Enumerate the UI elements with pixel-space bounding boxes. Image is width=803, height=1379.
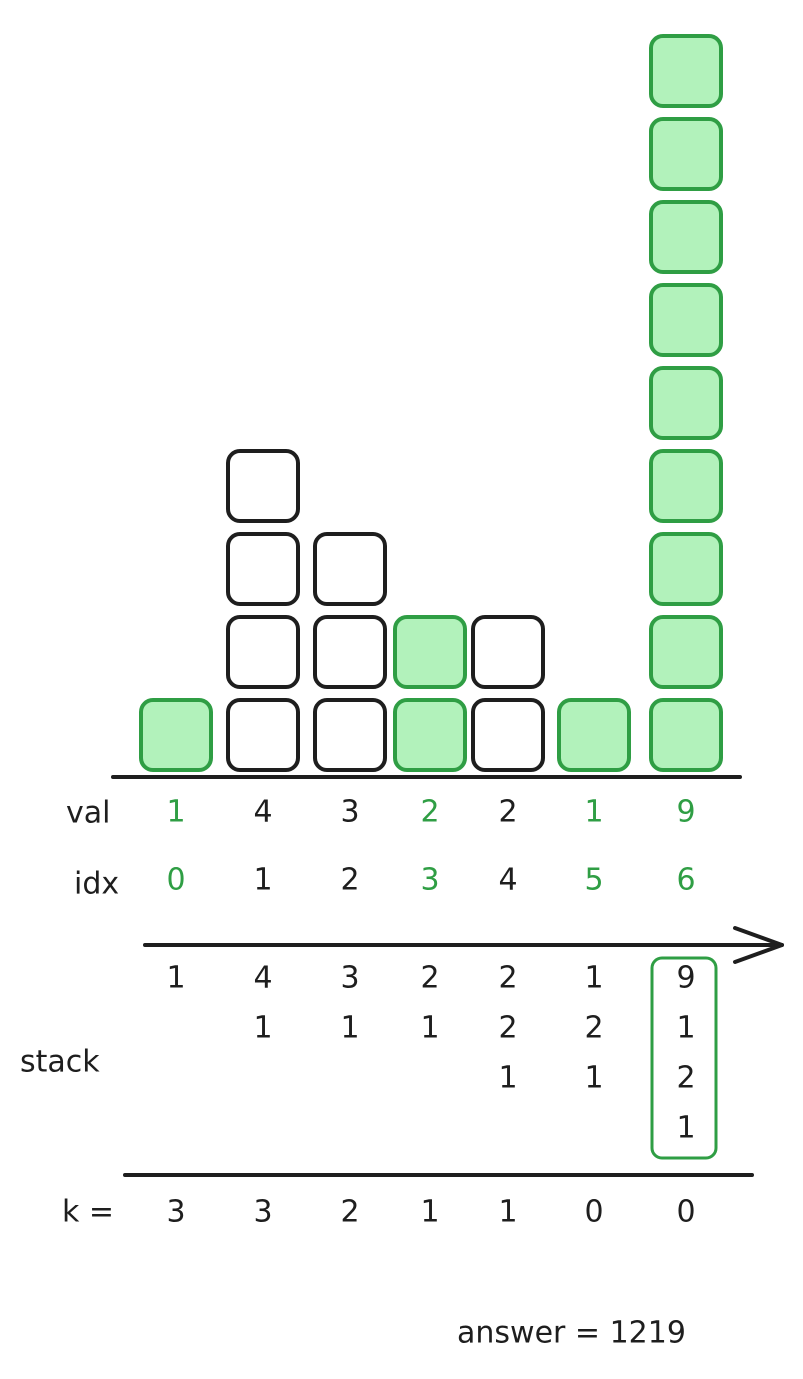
stack-cell: 1 <box>584 1060 604 1096</box>
k-cell: 0 <box>676 1194 696 1230</box>
bar-block <box>313 532 387 606</box>
idx-cell: 6 <box>676 862 696 898</box>
bar-block <box>649 117 723 191</box>
stack-cell: 1 <box>420 1010 440 1046</box>
bar-block <box>649 532 723 606</box>
idx-cell: 0 <box>166 862 186 898</box>
idx-label: idx <box>74 866 120 902</box>
stack-cell: 9 <box>676 960 696 996</box>
bar-block <box>226 449 300 523</box>
bar-block <box>471 698 545 772</box>
bar-block <box>649 283 723 357</box>
k-cell: 0 <box>584 1194 604 1230</box>
bar-block <box>226 615 300 689</box>
stack-cell: 2 <box>498 1010 518 1046</box>
stack-cell: 2 <box>420 960 440 996</box>
bar-block <box>226 532 300 606</box>
val-cell: 9 <box>676 794 696 830</box>
idx-cell: 3 <box>420 862 440 898</box>
bar-block <box>226 698 300 772</box>
bar-block <box>139 698 213 772</box>
stack-cell: 1 <box>676 1110 696 1146</box>
answer-text: answer = 1219 <box>457 1315 686 1351</box>
stack-label: stack <box>20 1044 100 1080</box>
bar-block <box>393 698 467 772</box>
final-stack-highlight <box>650 956 718 1160</box>
val-cell: 4 <box>253 794 273 830</box>
bar-block <box>471 615 545 689</box>
bar-block <box>649 698 723 772</box>
val-cell: 3 <box>340 794 360 830</box>
stack-cell: 1 <box>253 1010 273 1046</box>
stack-cell: 1 <box>166 960 186 996</box>
k-label: k = <box>62 1194 115 1230</box>
bar-block <box>313 698 387 772</box>
val-label: val <box>66 795 111 831</box>
stack-cell: 1 <box>584 960 604 996</box>
bar-block <box>393 615 467 689</box>
bar-block <box>649 615 723 689</box>
stack-cell: 1 <box>340 1010 360 1046</box>
k-cell: 2 <box>340 1194 360 1230</box>
bar-block <box>649 449 723 523</box>
bar-block <box>649 34 723 108</box>
stack-cell: 4 <box>253 960 273 996</box>
bar-block <box>313 615 387 689</box>
val-cell: 2 <box>420 794 440 830</box>
val-cell: 1 <box>166 794 186 830</box>
idx-cell: 1 <box>253 862 273 898</box>
bar-block <box>649 366 723 440</box>
idx-cell: 5 <box>584 862 604 898</box>
val-cell: 2 <box>498 794 518 830</box>
idx-cell: 2 <box>340 862 360 898</box>
idx-cell: 4 <box>498 862 518 898</box>
bar-block <box>649 200 723 274</box>
stack-cell: 2 <box>676 1060 696 1096</box>
k-cell: 1 <box>420 1194 440 1230</box>
k-cell: 3 <box>253 1194 273 1230</box>
k-cell: 1 <box>498 1194 518 1230</box>
arrow <box>143 926 784 964</box>
val-cell: 1 <box>584 794 604 830</box>
stack-cell: 2 <box>498 960 518 996</box>
bar-block <box>557 698 631 772</box>
stack-cell: 1 <box>498 1060 518 1096</box>
k-cell: 3 <box>166 1194 186 1230</box>
stack-cell: 1 <box>676 1010 696 1046</box>
stack-cell: 3 <box>340 960 360 996</box>
stack-cell: 2 <box>584 1010 604 1046</box>
